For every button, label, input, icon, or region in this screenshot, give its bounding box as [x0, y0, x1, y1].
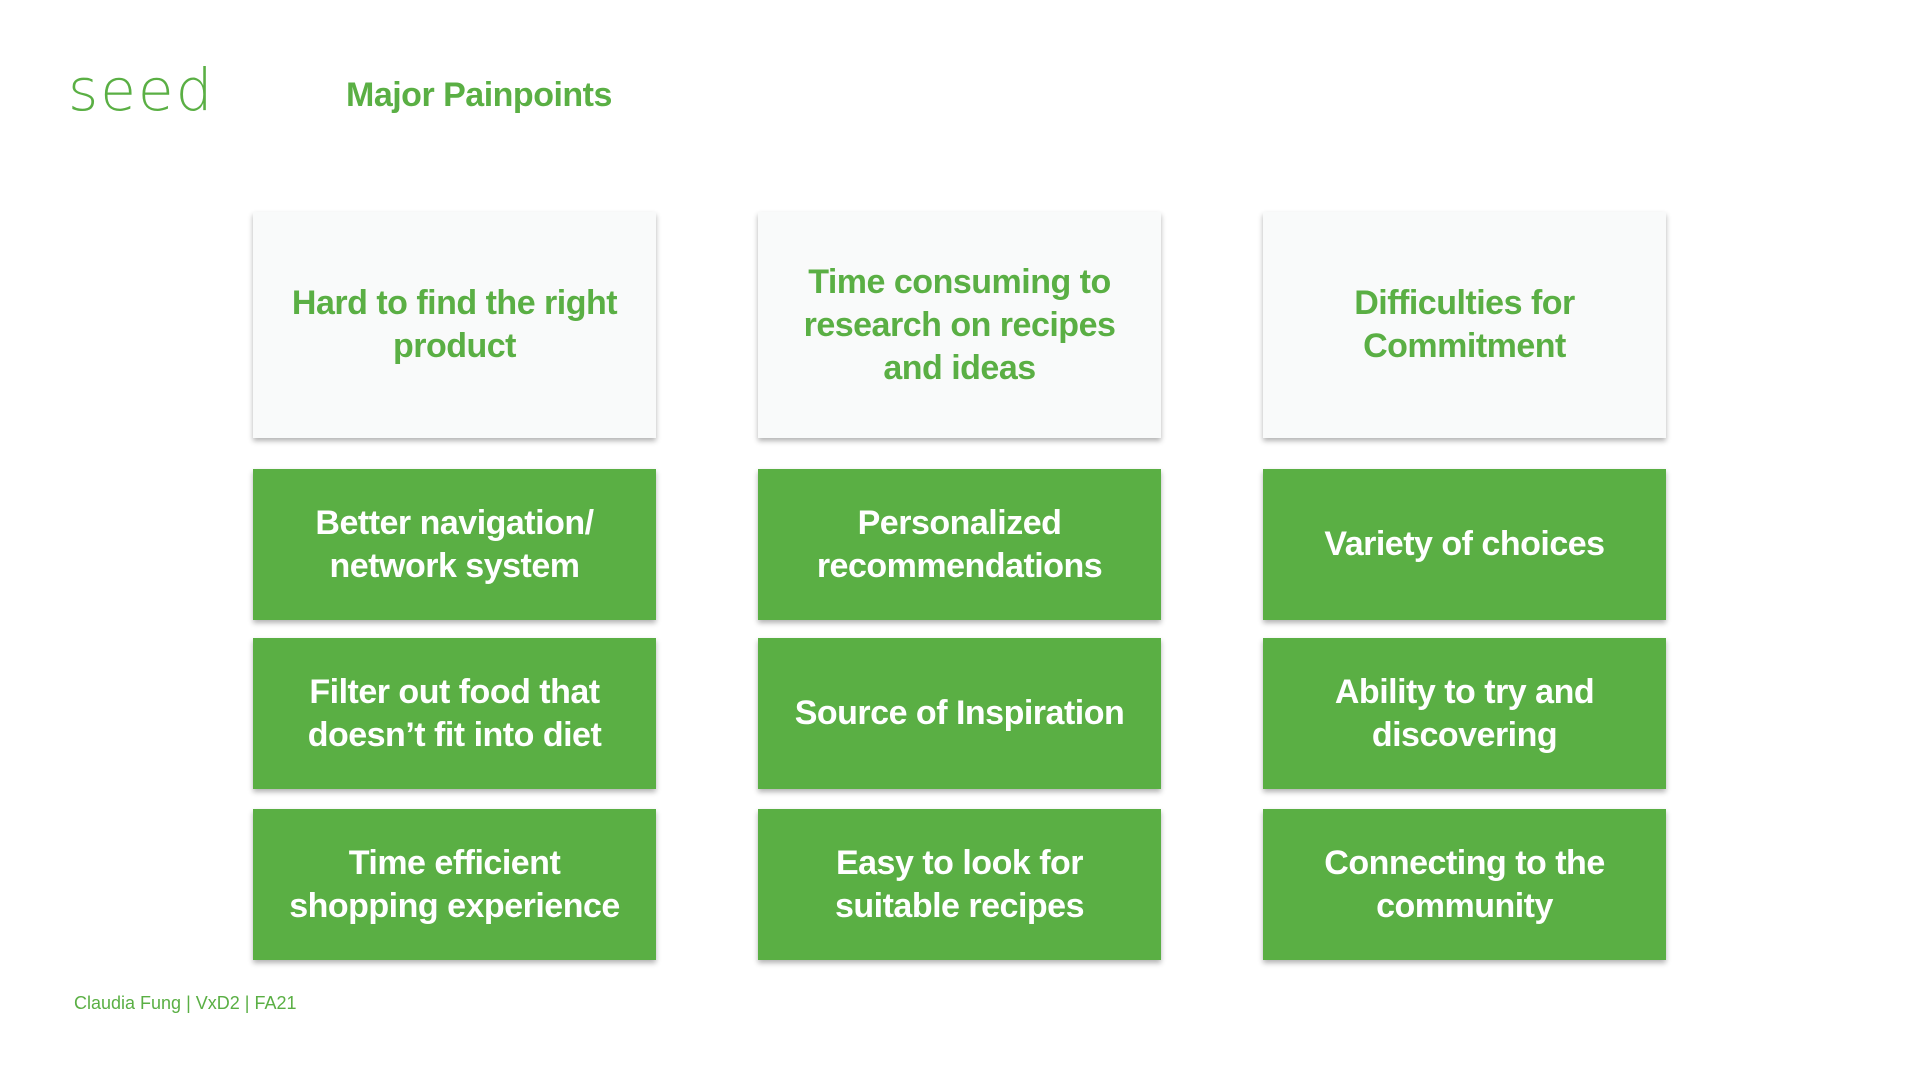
solution-card: Variety of choices	[1263, 469, 1666, 620]
solution-card: Easy to look for suitable recipes	[758, 809, 1161, 960]
painpoint-card: Difficulties for Commitment	[1263, 212, 1666, 438]
solution-card: Filter out food that doesn’t fit into di…	[253, 638, 656, 789]
painpoint-card: Hard to find the right product	[253, 212, 656, 438]
page-title: Major Painpoints	[346, 76, 612, 114]
footer-credit: Claudia Fung | VxD2 | FA21	[74, 993, 297, 1013]
solution-card: Personalized recommendations	[758, 469, 1161, 620]
solution-card: Ability to try and discovering	[1263, 638, 1666, 789]
painpoint-card: Time consuming to research on recipes an…	[758, 212, 1161, 438]
seed-logo: seed	[68, 56, 215, 124]
solution-card: Connecting to the community	[1263, 809, 1666, 960]
solution-card: Source of Inspiration	[758, 638, 1161, 789]
solution-card: Better navigation/ network system	[253, 469, 656, 620]
solution-card: Time efficient shopping experience	[253, 809, 656, 960]
